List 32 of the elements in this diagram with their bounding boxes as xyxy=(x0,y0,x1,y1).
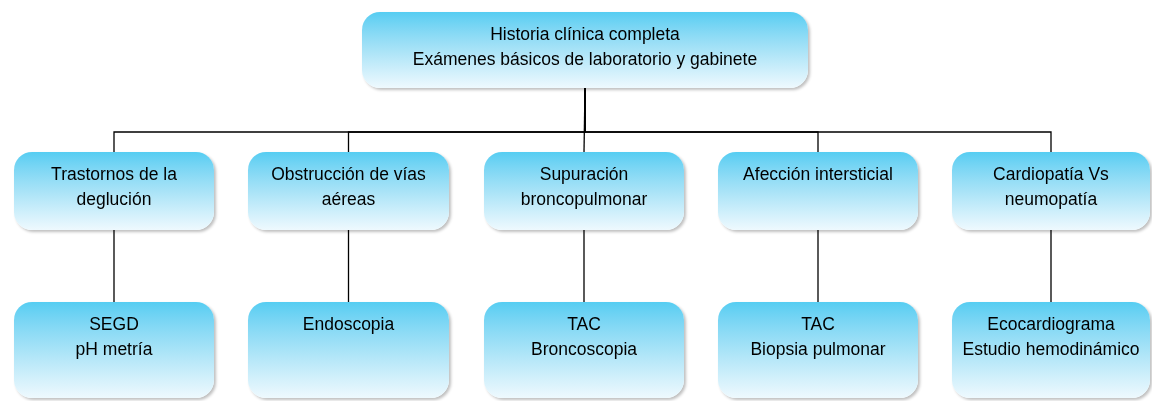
node-text: Estudio hemodinámico xyxy=(962,338,1140,361)
node-text: TAC xyxy=(567,313,601,336)
node-text: Cardiopatía Vs neumopatía xyxy=(992,163,1110,211)
node-text: pH metría xyxy=(75,338,153,361)
connector-line xyxy=(347,229,350,303)
node-text: Endoscopia xyxy=(302,313,395,336)
connector-line xyxy=(113,229,115,303)
process-box xyxy=(14,152,214,230)
node-text: Biopsia pulmonar xyxy=(750,338,886,361)
process-box xyxy=(248,152,449,230)
node-text: Broncoscopia xyxy=(530,338,637,361)
node-text: Supuración broncopulmonar xyxy=(519,163,649,211)
connector-line xyxy=(583,229,585,303)
connector-line xyxy=(1050,229,1052,303)
node-text: Obstrucción de vías aéreas xyxy=(270,163,427,211)
process-box xyxy=(248,302,449,398)
process-box xyxy=(952,152,1150,230)
process-box xyxy=(484,302,684,398)
process-box xyxy=(484,152,684,230)
node-text: Ecocardiograma xyxy=(987,313,1115,336)
node-text: Exámenes básicos de laboratorio y gabinete xyxy=(412,48,758,71)
process-box xyxy=(718,152,918,230)
process-box xyxy=(718,302,918,398)
node-text: TAC xyxy=(801,313,835,336)
node-text: SEGD xyxy=(89,313,139,336)
node-text: Afección intersticial xyxy=(743,163,893,186)
process-box xyxy=(952,302,1150,398)
process-box xyxy=(362,12,808,88)
node-text: Historia clínica completa xyxy=(490,23,680,46)
process-box xyxy=(14,302,214,398)
node-text: Trastornos de la deglución xyxy=(50,163,178,211)
connector-line xyxy=(817,229,819,303)
